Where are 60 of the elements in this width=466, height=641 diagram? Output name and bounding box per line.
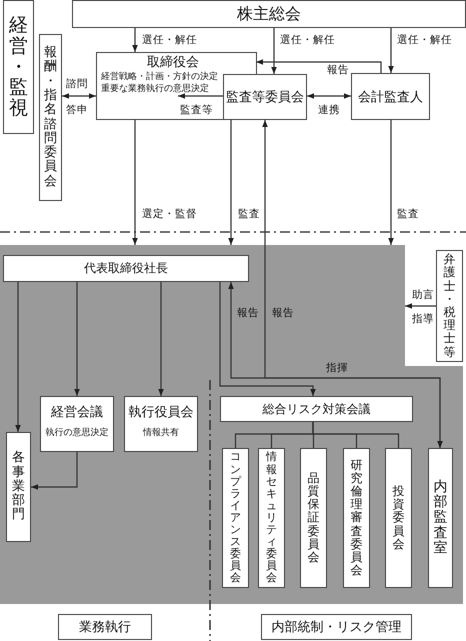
connector-arrow	[132, 120, 138, 245]
vertical-label-box: 弁護士・税理士等	[436, 250, 463, 362]
annotation-label: 答申	[66, 103, 88, 117]
annotation-label: 指揮	[326, 361, 348, 375]
connector-arrow	[15, 282, 21, 432]
connector-arrow	[228, 120, 234, 245]
label-box: 監査等委員会	[223, 74, 307, 120]
connector-arrow	[74, 282, 80, 396]
label-box: 会計監査人	[351, 73, 430, 120]
vertical-label-box: 研究倫理審査委員会	[343, 448, 370, 588]
vertical-label-box: 情報セキュリティ委員会	[258, 448, 285, 588]
connector-arrow	[132, 28, 138, 52]
edge-label: 選任・解任	[397, 33, 452, 47]
vertical-label-box: コンプライアンス委員会	[222, 448, 249, 588]
connector-arrow	[256, 59, 382, 73]
annotation-label: 指導	[412, 312, 434, 326]
edge-label: 報告	[272, 306, 294, 320]
box-title: 執行役員会	[128, 404, 194, 421]
connector-arrow	[388, 120, 394, 245]
box-description: 情報共有	[143, 426, 179, 439]
connector-arrow	[405, 303, 436, 309]
vertical-label-box: 内部監査室	[428, 448, 453, 588]
edge-label: 連携	[318, 103, 340, 117]
edge-label: 助言	[412, 288, 434, 302]
vertical-label-box: 経営・監視	[3, 0, 34, 134]
box-description: 経営戦略・計画・方針の決定	[101, 72, 219, 84]
box-title: 取締役会	[146, 55, 200, 72]
edge-label: 監査	[397, 207, 419, 221]
label-box: 業務執行	[58, 614, 152, 640]
edge-label: 選任・解任	[142, 33, 197, 47]
connector-arrow	[388, 28, 394, 73]
vertical-label-box: 投資委員会	[385, 448, 412, 588]
edge-label: 監査等	[180, 103, 213, 117]
label-box: 内部統制・リスク管理	[261, 614, 412, 640]
connector-arrow	[178, 93, 223, 99]
connector-arrow	[219, 282, 316, 396]
connector-arrow	[158, 282, 164, 396]
edge-label: 監査	[238, 207, 260, 221]
edge-label: 報告	[237, 306, 259, 320]
box-description: 重要な業務執行の意思決定	[101, 84, 210, 96]
edge-label: 選任・解任	[280, 33, 335, 47]
shaded-area	[0, 245, 463, 604]
box-title: 経営会議	[51, 404, 103, 421]
edge-label: 報告	[327, 63, 349, 77]
connector-arrow	[307, 93, 351, 99]
vertical-label-box: 報酬・指名諮問委員会	[39, 34, 62, 201]
connector-arrow	[62, 93, 96, 99]
connector-arrow	[31, 452, 78, 490]
box-description: 執行の意思決定	[46, 426, 108, 439]
connector-arrow	[271, 28, 277, 74]
label-box: 株主総会	[72, 0, 466, 28]
vertical-label-box: 各事業部門	[6, 432, 31, 542]
meeting-box	[124, 396, 198, 452]
label-box: 総合リスク対策会議	[220, 396, 413, 422]
meeting-box	[40, 396, 114, 452]
edge-label: 選定・監督	[142, 207, 197, 221]
edge-label: 諮問	[66, 77, 88, 91]
connector-arrow	[262, 120, 443, 448]
vertical-label-box: 品質保証委員会	[300, 448, 327, 588]
label-box: 代表取締役社長	[3, 255, 249, 282]
